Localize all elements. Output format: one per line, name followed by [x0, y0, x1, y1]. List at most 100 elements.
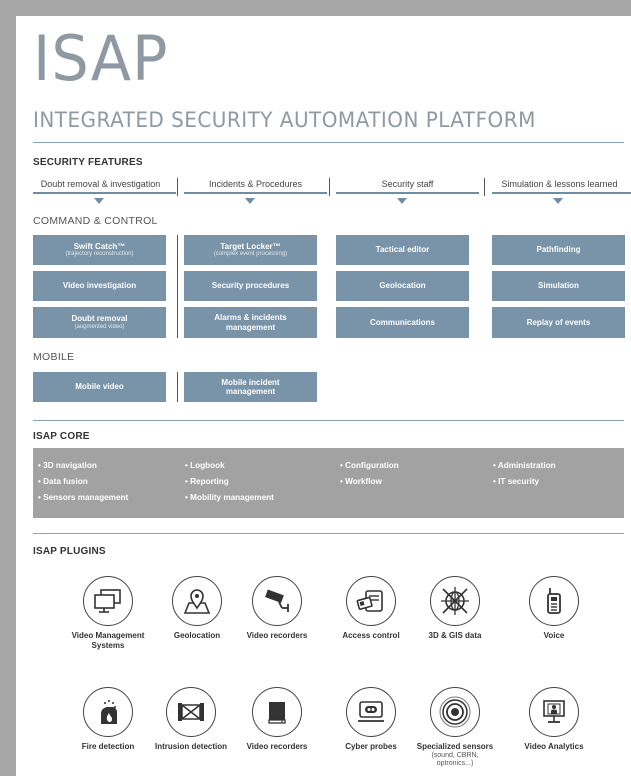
- feature-doubt-removal: Doubt removal & investigation: [40, 179, 161, 189]
- plugin-specialized-sensors: Specialized sensors (sound, CBRN, optron…: [406, 687, 504, 768]
- plugin-label: Access control: [342, 631, 400, 640]
- arrow-down-icon: [94, 198, 104, 204]
- cell-pathfinding: Pathfinding: [492, 235, 625, 265]
- plugin-label: Geolocation: [173, 631, 221, 640]
- access-card-icon: [346, 576, 396, 626]
- cell-communications: Communications: [336, 307, 469, 338]
- cell-title: Tactical editor: [375, 245, 430, 255]
- cell-replay-events: Replay of events: [492, 307, 625, 338]
- core-item: • 3D navigation: [38, 461, 97, 470]
- plugin-label: Video recorders: [246, 742, 308, 751]
- globe-icon: [430, 576, 480, 626]
- feature-underline: [336, 192, 479, 194]
- command-control-heading: COMMAND & CONTROL: [33, 215, 158, 227]
- cell-title: Swift Catch™: [73, 241, 126, 251]
- cell-mobile-incident: Mobile incident management: [184, 372, 317, 402]
- cell-title: Communications: [370, 317, 435, 327]
- monitors-icon: [83, 576, 133, 626]
- isap-sheet: ISAP INTEGRATED SECURITY AUTOMATION PLAT…: [16, 16, 631, 776]
- fire-detector-icon: [83, 687, 133, 737]
- cyber-probe-icon: [346, 687, 396, 737]
- feature-simulation: Simulation & lessons learned: [501, 179, 618, 189]
- core-item: • Mobility management: [185, 493, 274, 502]
- core-panel: • 3D navigation • Logbook • Configuratio…: [33, 448, 624, 518]
- column-separator: [177, 178, 178, 196]
- page-subtitle: INTEGRATED SECURITY AUTOMATION PLATFORM: [33, 108, 536, 133]
- column-separator: [177, 235, 178, 338]
- core-item: • Data fusion: [38, 477, 88, 486]
- plugin-fire-detection: Fire detection: [59, 687, 157, 752]
- cell-mobile-video: Mobile video: [33, 372, 166, 402]
- video-analytics-icon: [529, 687, 579, 737]
- cell-subtitle: (complex event processing): [213, 251, 288, 258]
- cell-title: Geolocation: [379, 281, 426, 291]
- plugin-geolocation: Geolocation: [148, 576, 246, 641]
- cell-title: Security procedures: [211, 281, 290, 291]
- cctv-camera-icon: [252, 576, 302, 626]
- cell-title: Replay of events: [526, 317, 591, 327]
- column-separator: [484, 178, 485, 196]
- core-item: • Workflow: [340, 477, 382, 486]
- cell-title: Video investigation: [62, 281, 137, 291]
- plugin-label: Video Analytics: [524, 742, 584, 751]
- plugin-video-management: Video Management Systems: [59, 576, 157, 650]
- cell-swift-catch: Swift Catch™ (trajectory reconstruction): [33, 235, 166, 265]
- plugin-voice: Voice: [505, 576, 603, 641]
- plugin-label: Video recorders: [246, 631, 308, 640]
- plugin-label: Fire detection: [81, 742, 135, 751]
- plugin-label: Video Management Systems: [71, 631, 145, 650]
- plugin-label: Specialized sensors: [416, 742, 494, 751]
- cell-security-procedures: Security procedures: [184, 271, 317, 301]
- cell-title: Mobile incident management: [221, 377, 280, 396]
- cell-title: Pathfinding: [536, 245, 581, 255]
- divider: [33, 420, 624, 421]
- cell-video-investigation: Video investigation: [33, 271, 166, 301]
- radio-icon: [529, 576, 579, 626]
- plugin-label: 3D & GIS data: [428, 631, 482, 640]
- plugin-label: Cyber probes: [345, 742, 397, 751]
- plugin-video-recorders-2: Video recorders: [228, 687, 326, 752]
- plugin-intrusion-detection: Intrusion detection: [142, 687, 240, 752]
- plugin-video-analytics: Video Analytics: [505, 687, 603, 752]
- core-item: • Configuration: [340, 461, 399, 470]
- core-item: • Logbook: [185, 461, 225, 470]
- plugin-cyber-probes: Cyber probes: [322, 687, 420, 752]
- feature-underline: [492, 192, 631, 194]
- plugin-access-control: Access control: [322, 576, 420, 641]
- arrow-down-icon: [553, 198, 563, 204]
- security-features-heading: SECURITY FEATURES: [33, 157, 143, 168]
- core-heading: ISAP CORE: [33, 431, 90, 442]
- cell-tactical-editor: Tactical editor: [336, 235, 469, 265]
- mobile-heading: MOBILE: [33, 351, 75, 363]
- cell-geolocation: Geolocation: [336, 271, 469, 301]
- arrow-down-icon: [245, 198, 255, 204]
- page-title: ISAP: [33, 22, 169, 95]
- plugin-video-recorders: Video recorders: [228, 576, 326, 641]
- sensor-target-icon: [430, 687, 480, 737]
- cell-title: Doubt removal: [71, 314, 128, 324]
- plugin-sublabel: (sound, CBRN, optronics...): [431, 751, 479, 767]
- plugin-3d-gis: 3D & GIS data: [406, 576, 504, 641]
- cell-doubt-removal: Doubt removal (augmented video): [33, 307, 166, 338]
- core-item: • Administration: [493, 461, 556, 470]
- column-separator: [177, 372, 178, 402]
- cell-subtitle: (trajectory reconstruction): [65, 251, 134, 258]
- feature-underline: [33, 192, 176, 194]
- cell-title: Simulation: [538, 281, 579, 291]
- plugin-label: Voice: [543, 631, 565, 640]
- divider: [33, 533, 624, 534]
- plugin-label: Intrusion detection: [155, 742, 227, 751]
- divider: [33, 142, 624, 143]
- intrusion-barrier-icon: [166, 687, 216, 737]
- cell-subtitle: (augmented video): [74, 323, 125, 330]
- plugins-heading: ISAP PLUGINS: [33, 546, 106, 557]
- core-item: • Sensors management: [38, 493, 129, 502]
- arrow-down-icon: [397, 198, 407, 204]
- map-pin-icon: [172, 576, 222, 626]
- core-item: • IT security: [493, 477, 540, 486]
- cell-title: Target Locker™: [220, 241, 281, 251]
- core-item: • Reporting: [185, 477, 229, 486]
- column-separator: [329, 178, 330, 196]
- cell-title: Mobile video: [75, 382, 124, 392]
- cell-target-locker: Target Locker™ (complex event processing…: [184, 235, 317, 265]
